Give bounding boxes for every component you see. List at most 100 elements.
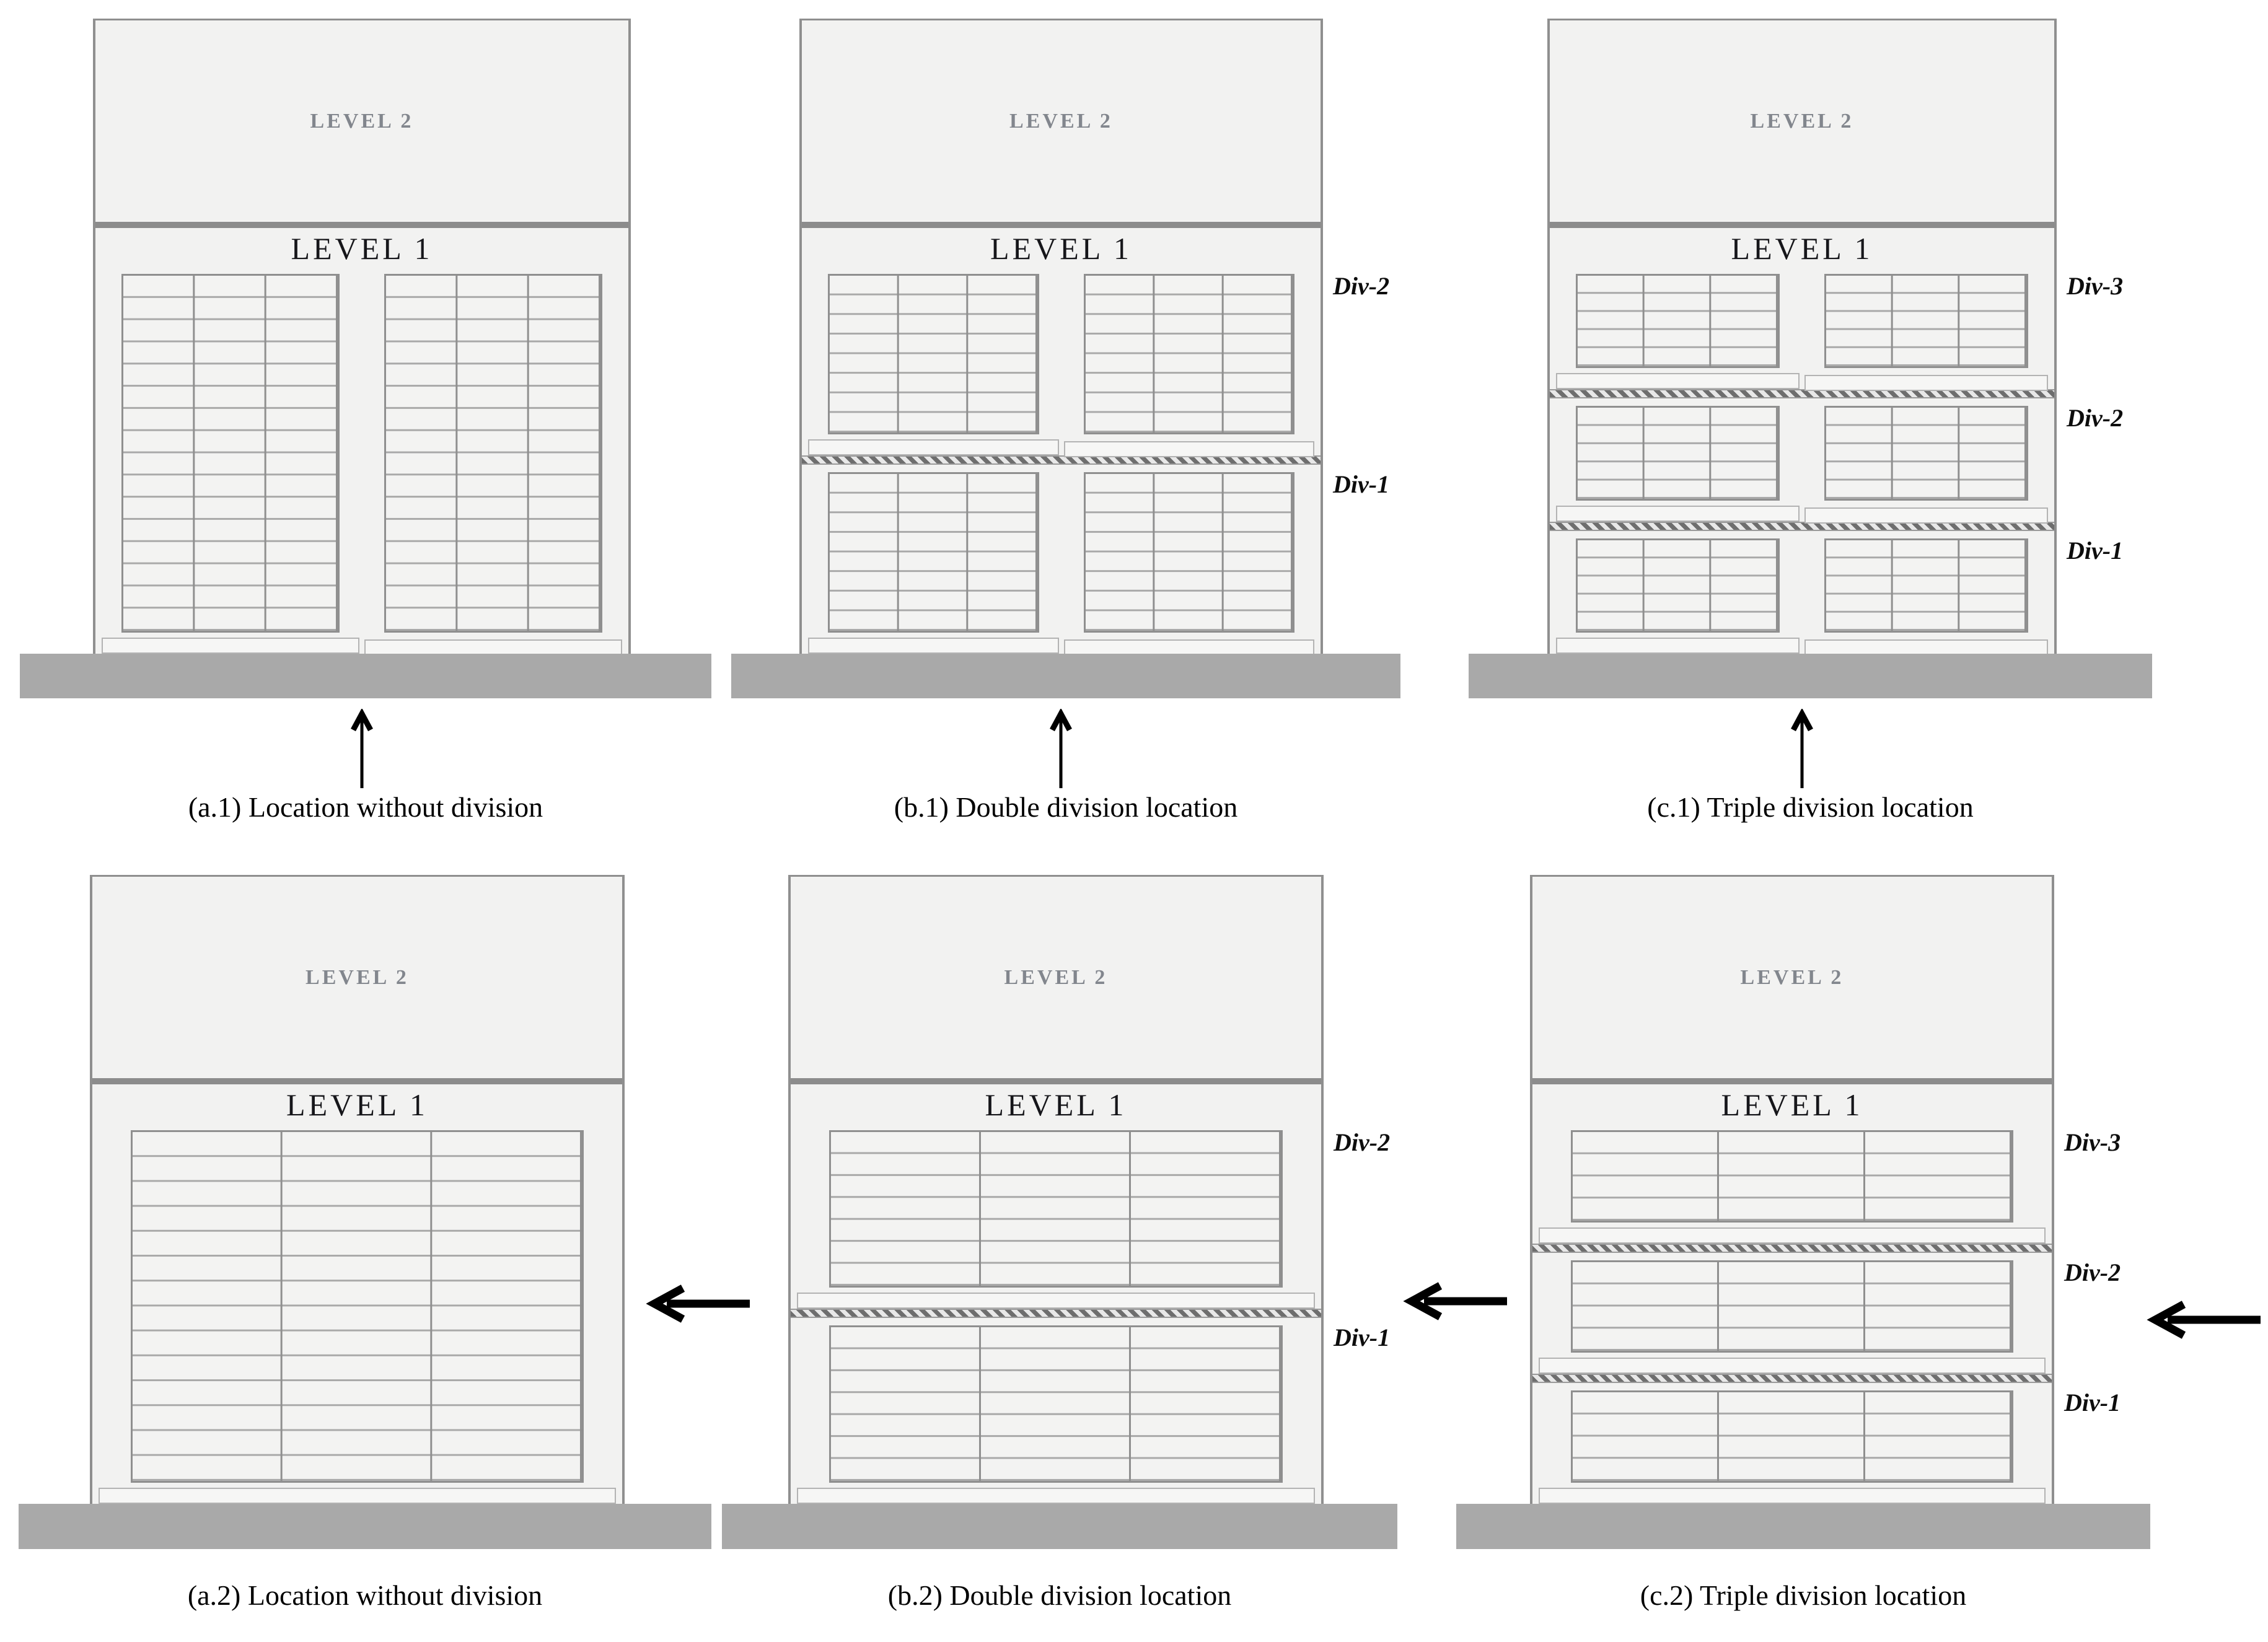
level1-section: LEVEL 1 Div-2 Div-1: [791, 1084, 1390, 1504]
ground-bar: [1469, 654, 2152, 698]
division-single: [92, 1123, 622, 1504]
division-label: Div-1: [1333, 470, 1390, 498]
storage-rack: [829, 1325, 1283, 1483]
building-b1: LEVEL 2 LEVEL 1 Div-2 Div-1: [799, 19, 1389, 656]
storage-rack: [828, 274, 1039, 434]
division-floor: [1556, 373, 2048, 392]
building-a2: LEVEL 2 LEVEL 1: [90, 875, 625, 1504]
division-floor: [808, 439, 1314, 457]
up-arrow-icon: [351, 709, 373, 788]
division-label: Div-2: [2064, 1258, 2121, 1286]
division-floor: [1539, 1488, 2046, 1504]
level2-section: LEVEL 2: [95, 20, 628, 228]
up-arrow-icon: [1791, 709, 1813, 788]
division-floor: [1539, 1358, 2046, 1374]
storage-rack: [1083, 472, 1294, 633]
level1-section: LEVEL 1 Div-3 Div-2: [1550, 228, 2123, 656]
division-floor: [1556, 637, 2048, 656]
division-floor: [797, 1488, 1315, 1504]
building-c2: LEVEL 2 LEVEL 1 Div-3 Div-2 Div-1: [1530, 875, 2121, 1504]
storage-rack: [1571, 1260, 2013, 1353]
ground-bar: [1456, 1504, 2150, 1549]
storage-rack: [1576, 274, 1780, 369]
storage-rack: [828, 472, 1039, 633]
division-divider-hatch: [1532, 1244, 2052, 1253]
division-div2: Div-2: [791, 1123, 1390, 1309]
storage-rack: [1576, 406, 1780, 501]
level1-label: LEVEL 1: [291, 231, 433, 266]
rack-row: [802, 472, 1321, 633]
division-single: [95, 266, 628, 656]
panel-caption: (b.1) Double division location: [894, 791, 1238, 823]
storage-rack: [1824, 538, 2028, 633]
division-floor: [99, 1488, 616, 1504]
level2-section: LEVEL 2: [1532, 877, 2052, 1084]
division-divider-hatch: [1532, 1374, 2052, 1383]
floor-left: [1556, 637, 1800, 654]
division-label: Div-2: [1333, 272, 1390, 300]
rack-row: [791, 1130, 1321, 1288]
level2-label: LEVEL 2: [1004, 965, 1108, 989]
ground-bar: [722, 1504, 1397, 1549]
rack-row: [92, 1130, 622, 1483]
division-label: Div-3: [2064, 1128, 2121, 1156]
floor-right: [1063, 639, 1314, 656]
division-div2: Div-2: [802, 266, 1389, 457]
level1-section: LEVEL 1 Div-2 Div-1: [802, 228, 1389, 656]
left-arrow-icon: [1403, 1282, 1507, 1320]
level2-label: LEVEL 2: [305, 965, 409, 989]
floor-right: [1804, 375, 2048, 392]
panel-caption: (a.2) Location without division: [187, 1579, 543, 1611]
panel-caption: (c.2) Triple division location: [1640, 1579, 1967, 1611]
division-div1: Div-1: [802, 465, 1389, 656]
level2-section: LEVEL 2: [791, 877, 1321, 1084]
rack-row: [1550, 538, 2054, 633]
division-floor: [1556, 505, 2048, 524]
rack-row: [1532, 1390, 2052, 1483]
storage-rack: [131, 1130, 584, 1483]
rack-row: [1550, 274, 2054, 369]
storage-rack: [1083, 274, 1294, 434]
rack-row: [95, 274, 628, 633]
storage-rack: [1571, 1390, 2013, 1483]
ground-bar: [19, 1504, 711, 1549]
level2-label: LEVEL 2: [310, 109, 414, 133]
division-div1: Div-1: [791, 1318, 1390, 1504]
level2-section: LEVEL 2: [1550, 20, 2054, 228]
storage-rack: [1824, 406, 2028, 501]
rack-row: [1532, 1260, 2052, 1353]
rack-row: [1532, 1130, 2052, 1223]
level2-label: LEVEL 2: [1009, 109, 1113, 133]
storage-rack: [829, 1130, 1283, 1288]
division-div1: Div-1: [1550, 531, 2123, 656]
floor-left: [102, 638, 359, 654]
division-label: Div-1: [2067, 536, 2124, 564]
division-div2: Div-2: [1532, 1253, 2121, 1374]
division-label: Div-2: [2067, 404, 2124, 432]
level1-section: LEVEL 1: [95, 228, 628, 656]
rack-row: [791, 1325, 1321, 1483]
ground-bar: [731, 654, 1400, 698]
floor-left: [1556, 373, 1800, 390]
level1-label: LEVEL 1: [985, 1087, 1127, 1122]
level1-label: LEVEL 1: [1721, 1087, 1863, 1122]
storage-rack: [1571, 1130, 2013, 1223]
building-b2: LEVEL 2 LEVEL 1 Div-2 Div-1: [788, 875, 1390, 1504]
storage-rack: [1576, 538, 1780, 633]
division-div3: Div-3: [1550, 266, 2123, 392]
floor-left: [808, 439, 1059, 455]
division-div2: Div-2: [1550, 398, 2123, 524]
level1-label: LEVEL 1: [286, 1087, 428, 1122]
division-floor: [102, 638, 622, 656]
division-label: Div-2: [1334, 1128, 1391, 1156]
level1-section: LEVEL 1 Div-3 Div-2 Div-1: [1532, 1084, 2121, 1504]
floor-right: [1804, 507, 2048, 524]
division-divider-hatch: [1550, 389, 2054, 399]
level2-section: LEVEL 2: [802, 20, 1321, 228]
storage-rack: [121, 274, 340, 633]
division-div1: Div-1: [1532, 1383, 2121, 1504]
floor-right: [1063, 441, 1314, 457]
division-divider-hatch: [791, 1309, 1321, 1318]
division-label: Div-1: [2064, 1389, 2121, 1416]
